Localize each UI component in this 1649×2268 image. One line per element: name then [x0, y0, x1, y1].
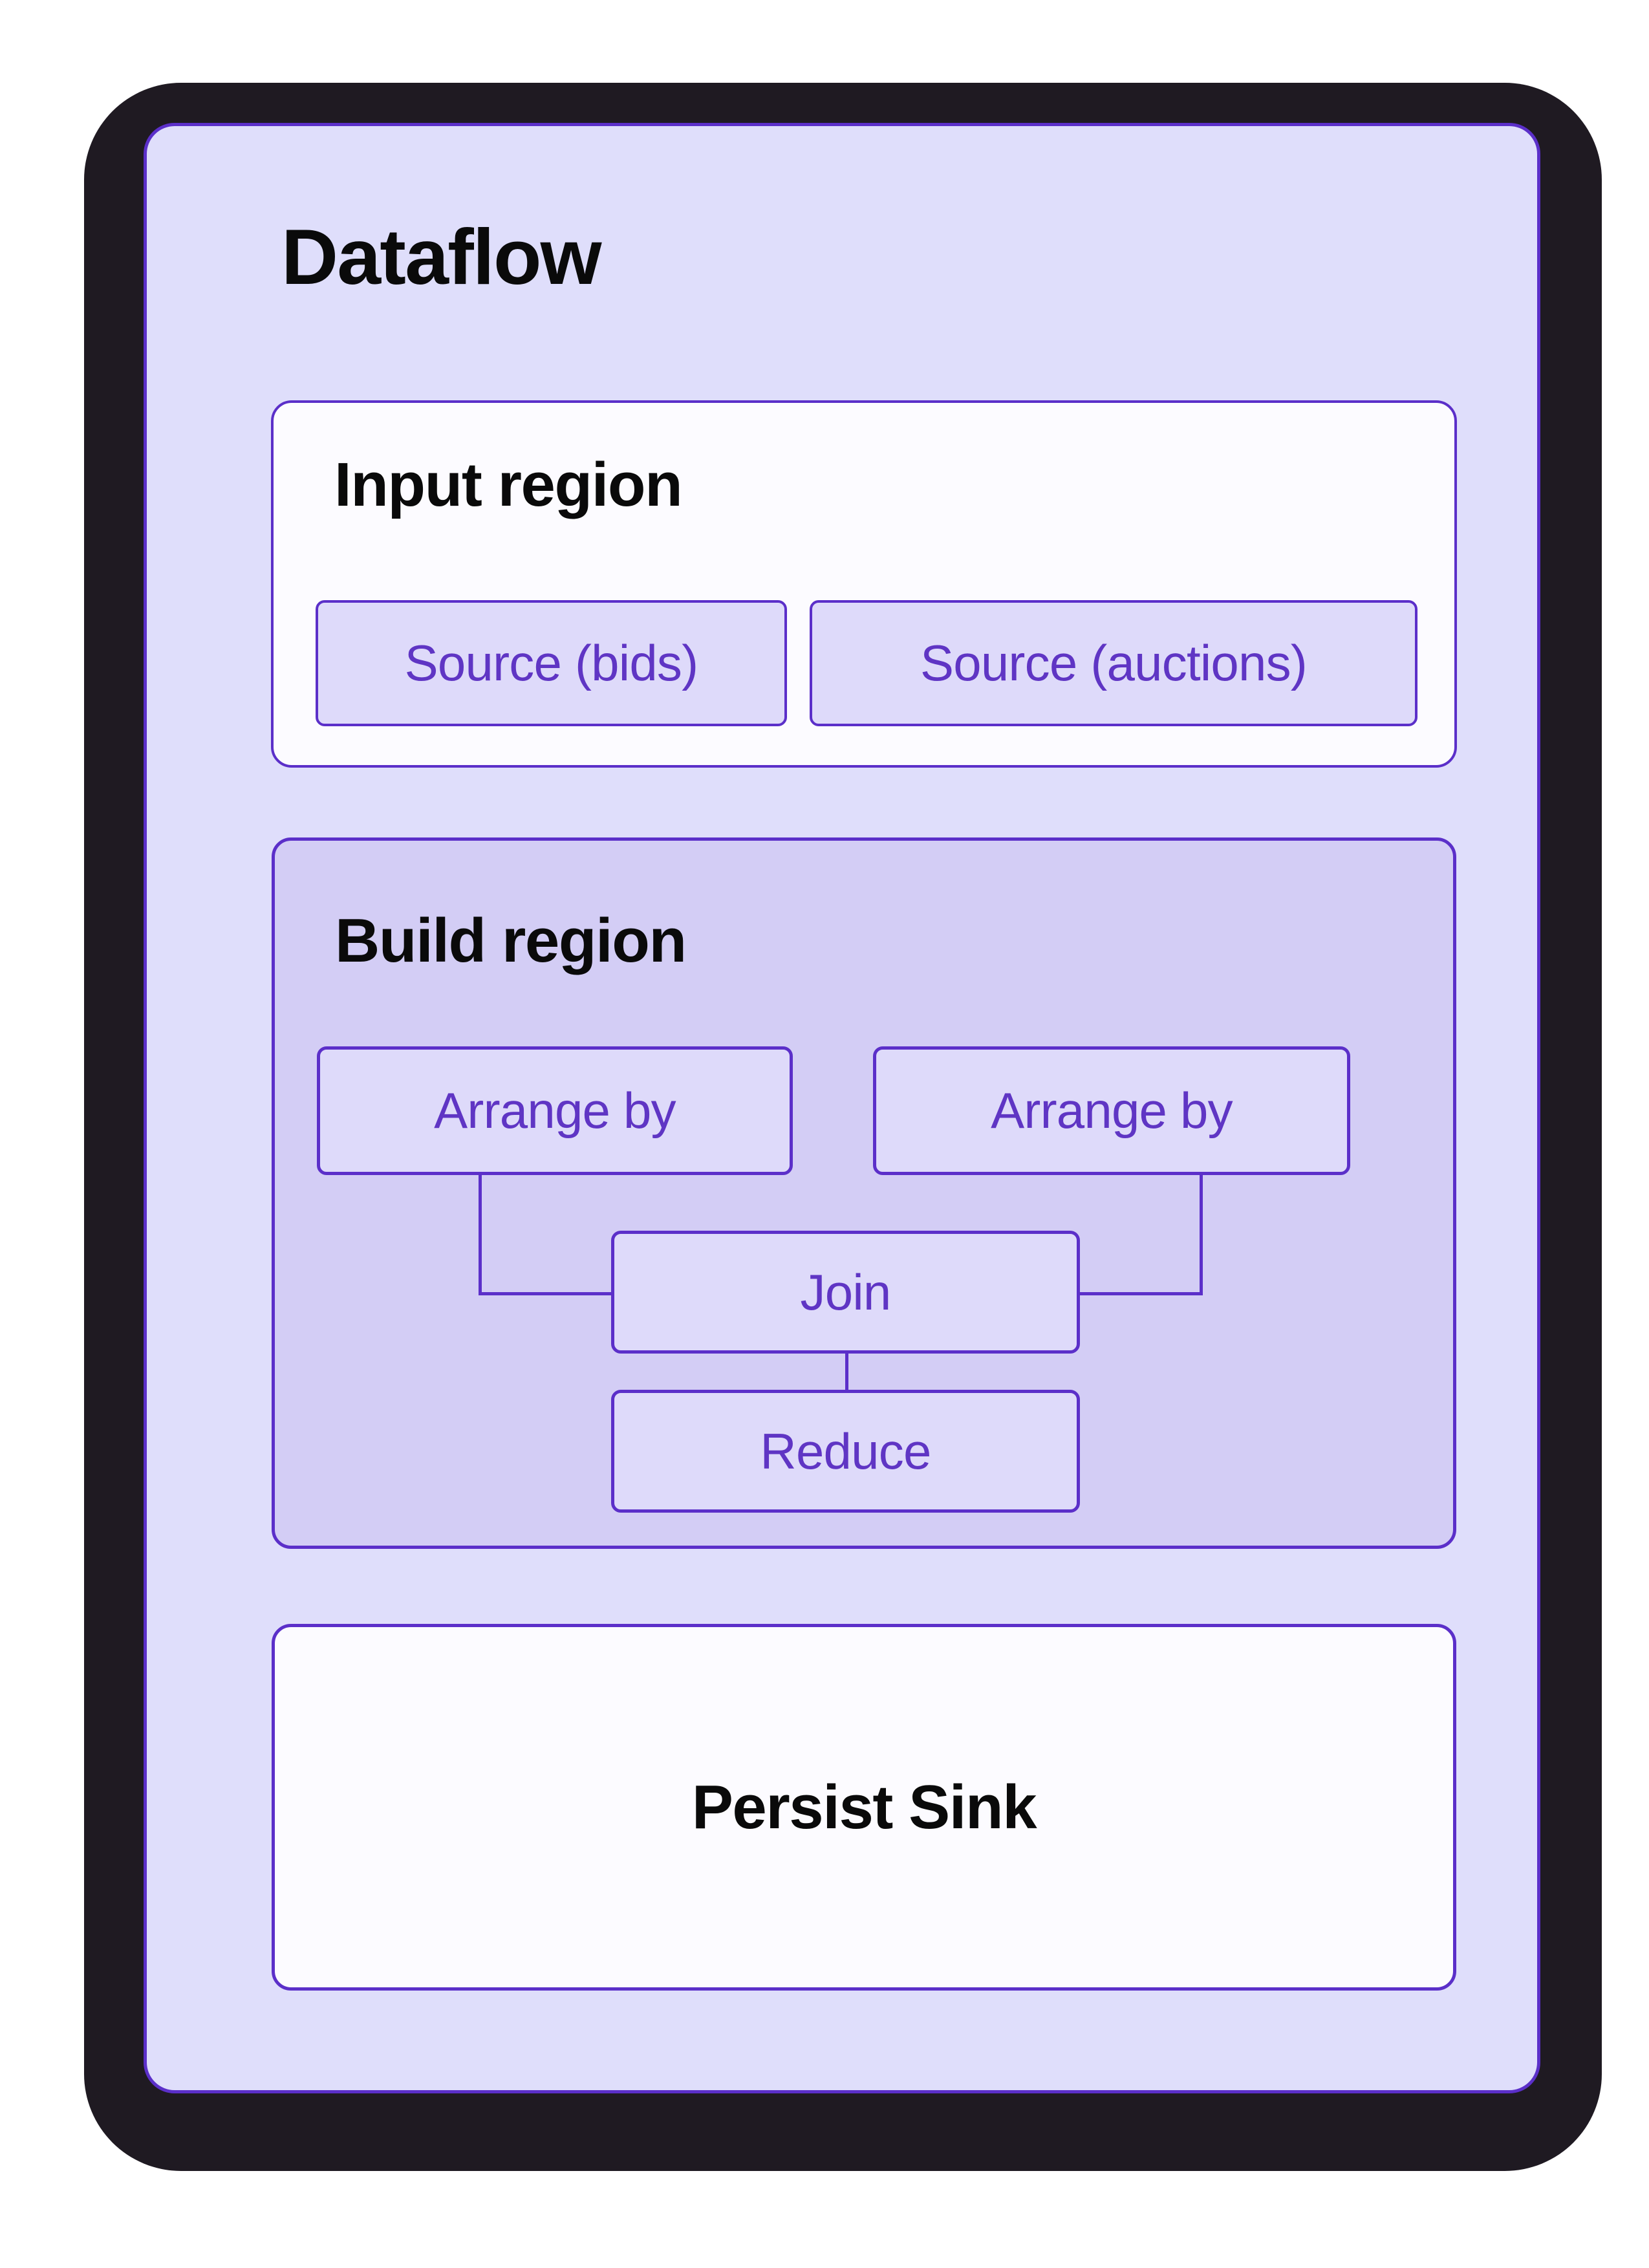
node-source-auctions: Source (auctions): [810, 600, 1417, 726]
persist-sink-label: Persist Sink: [691, 1772, 1037, 1842]
build-region: Build region Arrange by Arrange by Join …: [272, 837, 1456, 1549]
node-arrange-by-left: Arrange by: [317, 1046, 793, 1175]
device-frame: Dataflow Input region Source (bids) Sour…: [84, 83, 1602, 2171]
build-region-title: Build region: [335, 906, 687, 975]
connector-arrange-right-to-join: [1080, 1292, 1203, 1295]
node-join: Join: [611, 1231, 1080, 1354]
node-reduce: Reduce: [611, 1390, 1080, 1513]
node-source-bids: Source (bids): [316, 600, 787, 726]
persist-sink-region: Persist Sink: [272, 1624, 1456, 1991]
connector-join-to-reduce: [845, 1354, 848, 1393]
node-arrange-by-right: Arrange by: [873, 1046, 1350, 1175]
input-region-title: Input region: [334, 450, 683, 519]
connector-arrange-left-down: [479, 1175, 482, 1295]
dataflow-panel: Dataflow Input region Source (bids) Sour…: [144, 123, 1540, 2093]
input-region: Input region Source (bids) Source (aucti…: [271, 400, 1457, 768]
connector-arrange-left-to-join: [479, 1292, 614, 1295]
connector-arrange-right-down: [1200, 1175, 1203, 1295]
page-title: Dataflow: [281, 213, 602, 301]
